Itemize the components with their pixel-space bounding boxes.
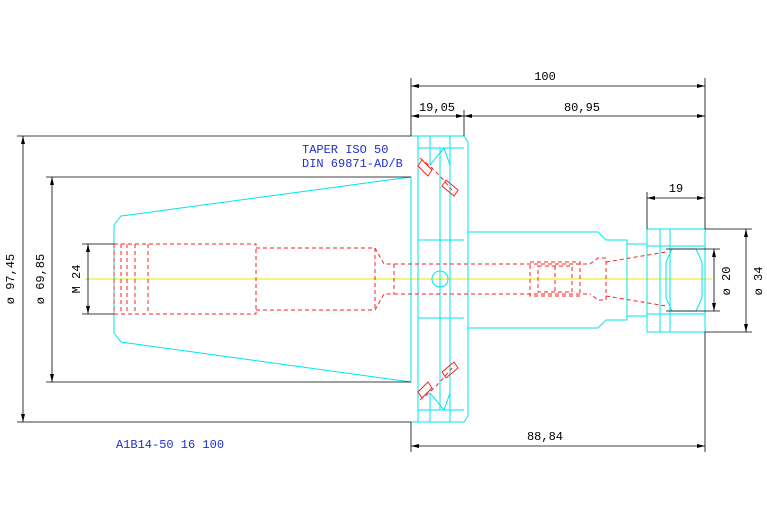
dim-body-length: 80,95 bbox=[564, 101, 600, 115]
dim-flange-length: 19,05 bbox=[419, 101, 455, 115]
taper-spec-line1: TAPER ISO 50 bbox=[302, 143, 388, 157]
dim-nut-length: 19 bbox=[669, 182, 683, 196]
holder-outline bbox=[113, 135, 706, 423]
dim-bottom-length: 88,84 bbox=[527, 430, 563, 444]
dim-taper-diameter: ø 69,85 bbox=[34, 254, 48, 304]
flange bbox=[411, 135, 469, 423]
dim-thread: M 24 bbox=[70, 265, 84, 294]
collet-nut bbox=[646, 228, 706, 333]
shank-body bbox=[468, 231, 628, 329]
hidden-lines bbox=[113, 157, 667, 401]
dim-bore-diameter: ø 20 bbox=[720, 267, 734, 296]
dim-nut-diameter: ø 34 bbox=[752, 267, 766, 296]
flange-slot-details bbox=[417, 159, 459, 399]
part-code: A1B14-50 16 100 bbox=[116, 438, 224, 452]
dimension-arrows bbox=[21, 84, 748, 448]
dim-overall-length: 100 bbox=[534, 70, 556, 84]
dim-flange-diameter: ø 97,45 bbox=[4, 254, 18, 304]
taper-spec-line2: DIN 69871-AD/B bbox=[302, 157, 403, 171]
cross-hole bbox=[431, 270, 449, 288]
